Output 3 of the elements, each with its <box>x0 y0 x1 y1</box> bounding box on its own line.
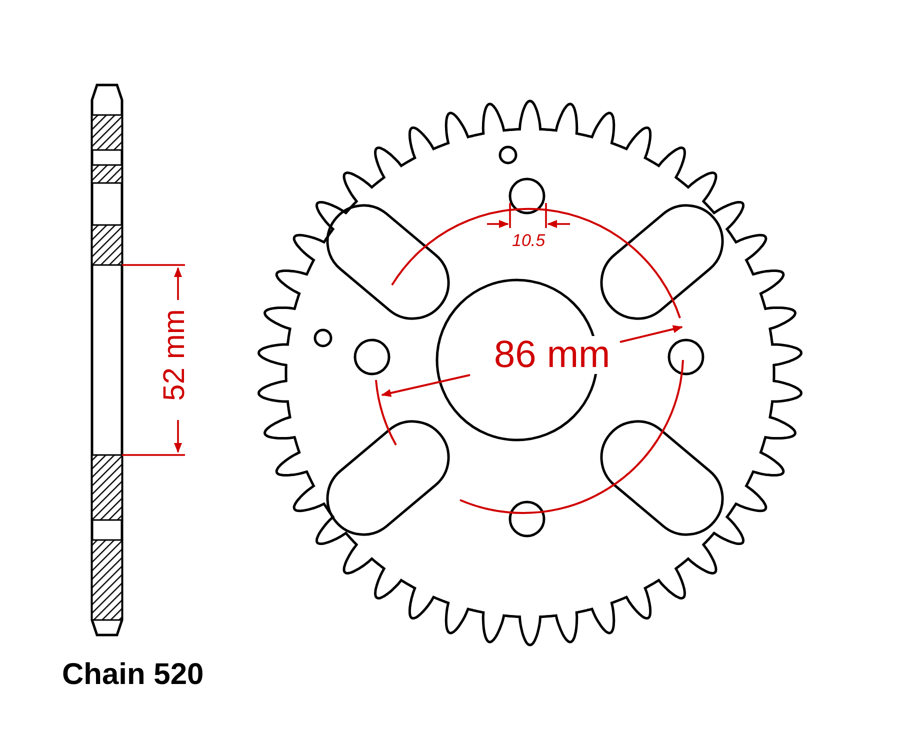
dimension-label: 52 mm <box>160 308 190 403</box>
chain-size-label: Chain 520 <box>62 660 204 690</box>
dimension-label: 10.5 <box>512 232 546 249</box>
